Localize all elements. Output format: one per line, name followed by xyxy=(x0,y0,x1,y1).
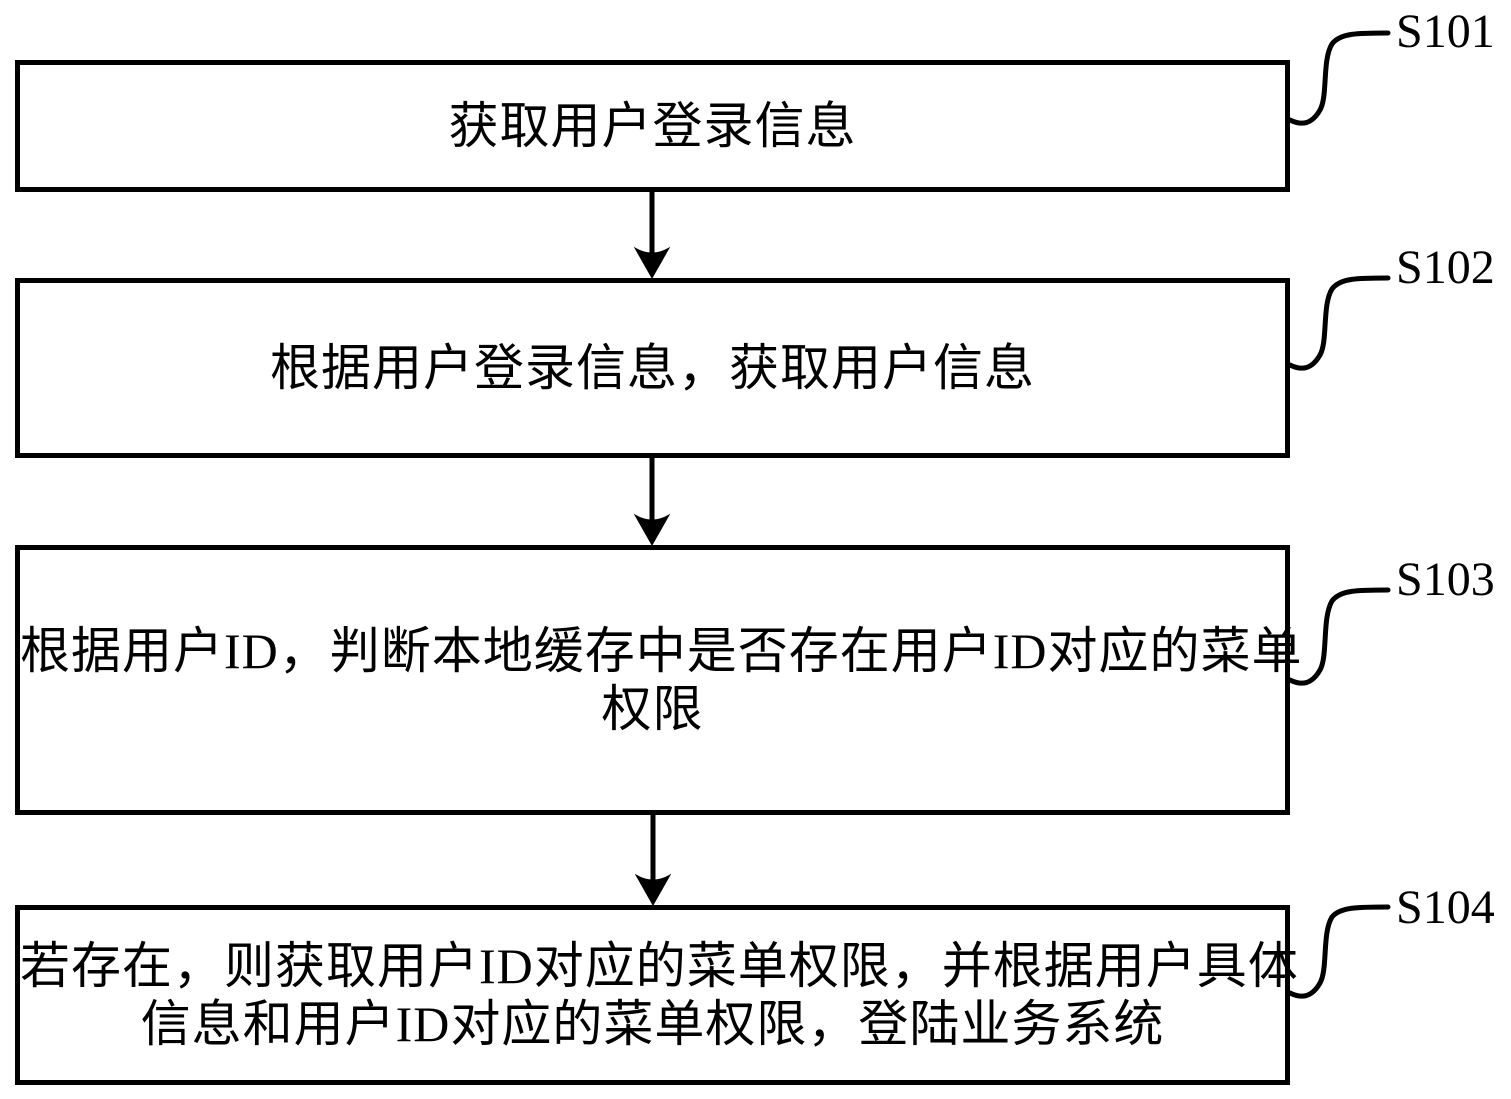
step-label-s101: S101 xyxy=(1396,5,1495,58)
flow-step-text-s102: 根据用户登录信息，获取用户信息 xyxy=(20,339,1285,397)
flow-step-s101-line-1: 获取用户登录信息 xyxy=(448,98,857,154)
label-connector-s101 xyxy=(1287,30,1391,126)
flow-step-box-s104: 若存在，则获取用户ID对应的菜单权限，并根据用户具体 信息和用户ID对应的菜单权… xyxy=(15,905,1299,1085)
label-connector-s103 xyxy=(1287,587,1391,686)
flow-step-text-s101: 获取用户登录信息 xyxy=(20,97,1285,155)
flow-step-s104-line-2: 信息和用户ID对应的菜单权限，登陆业务系统 xyxy=(140,996,1165,1052)
down-arrow-icon xyxy=(633,192,671,280)
label-connector-s104 xyxy=(1287,904,1391,999)
flow-step-s102-line-1: 根据用户登录信息，获取用户信息 xyxy=(270,340,1035,396)
flow-step-s103-line-2: 权限 xyxy=(601,681,704,737)
down-arrow-icon xyxy=(633,458,671,547)
flow-step-box-s102: 根据用户登录信息，获取用户信息 xyxy=(15,278,1290,458)
flow-step-text-s103: 根据用户ID，判断本地缓存中是否存在用户ID对应的菜单 权限 xyxy=(20,622,1303,738)
label-connector-s102 xyxy=(1287,275,1391,371)
flow-step-text-s104: 若存在，则获取用户ID对应的菜单权限，并根据用户具体 信息和用户ID对应的菜单权… xyxy=(20,937,1299,1053)
step-label-s102: S102 xyxy=(1396,241,1495,294)
step-label-s103: S103 xyxy=(1396,553,1495,606)
down-arrow-icon xyxy=(634,815,672,907)
flow-step-box-s103: 根据用户ID，判断本地缓存中是否存在用户ID对应的菜单 权限 xyxy=(15,545,1303,815)
flow-step-s103-line-1: 根据用户ID，判断本地缓存中是否存在用户ID对应的菜单 xyxy=(20,623,1303,679)
flow-step-box-s101: 获取用户登录信息 xyxy=(15,60,1290,192)
flow-step-s104-line-1: 若存在，则获取用户ID对应的菜单权限，并根据用户具体 xyxy=(20,938,1299,994)
step-label-s104: S104 xyxy=(1396,881,1495,934)
